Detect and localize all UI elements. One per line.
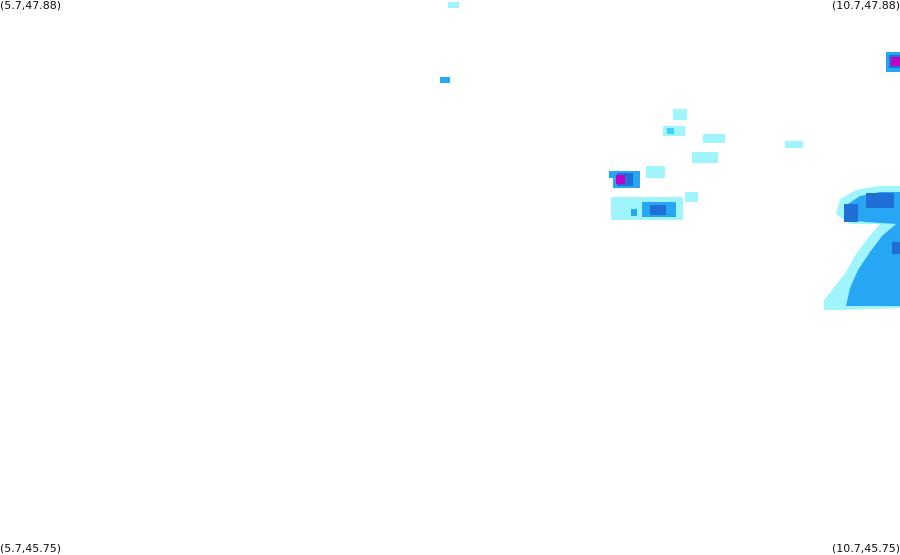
echo-cell bbox=[646, 166, 665, 178]
echo-cell bbox=[891, 57, 900, 66]
coordinate-label-top-left: (5.7,47.88) bbox=[0, 0, 62, 12]
coordinate-label-top-right: (10.7,47.88) bbox=[831, 0, 900, 12]
echo-cell bbox=[440, 77, 450, 83]
echo-cell bbox=[844, 204, 858, 222]
echo-cell bbox=[703, 134, 725, 143]
coordinate-label-bottom-right: (10.7,45.75) bbox=[831, 542, 900, 555]
echo-cell bbox=[667, 128, 674, 134]
echo-cell bbox=[892, 242, 900, 254]
echo-cell bbox=[685, 192, 698, 202]
coordinate-label-bottom-left: (5.7,45.75) bbox=[0, 542, 62, 555]
echo-cell bbox=[692, 152, 718, 163]
echo-cell bbox=[866, 193, 894, 208]
echo-cell bbox=[616, 175, 625, 184]
echo-cell bbox=[673, 109, 687, 120]
echo-cell bbox=[650, 205, 666, 215]
echo-cell bbox=[609, 171, 615, 178]
echo-cell bbox=[631, 209, 637, 216]
echo-cell bbox=[448, 2, 459, 8]
echo-cell bbox=[785, 141, 803, 148]
echo-area bbox=[845, 192, 900, 306]
